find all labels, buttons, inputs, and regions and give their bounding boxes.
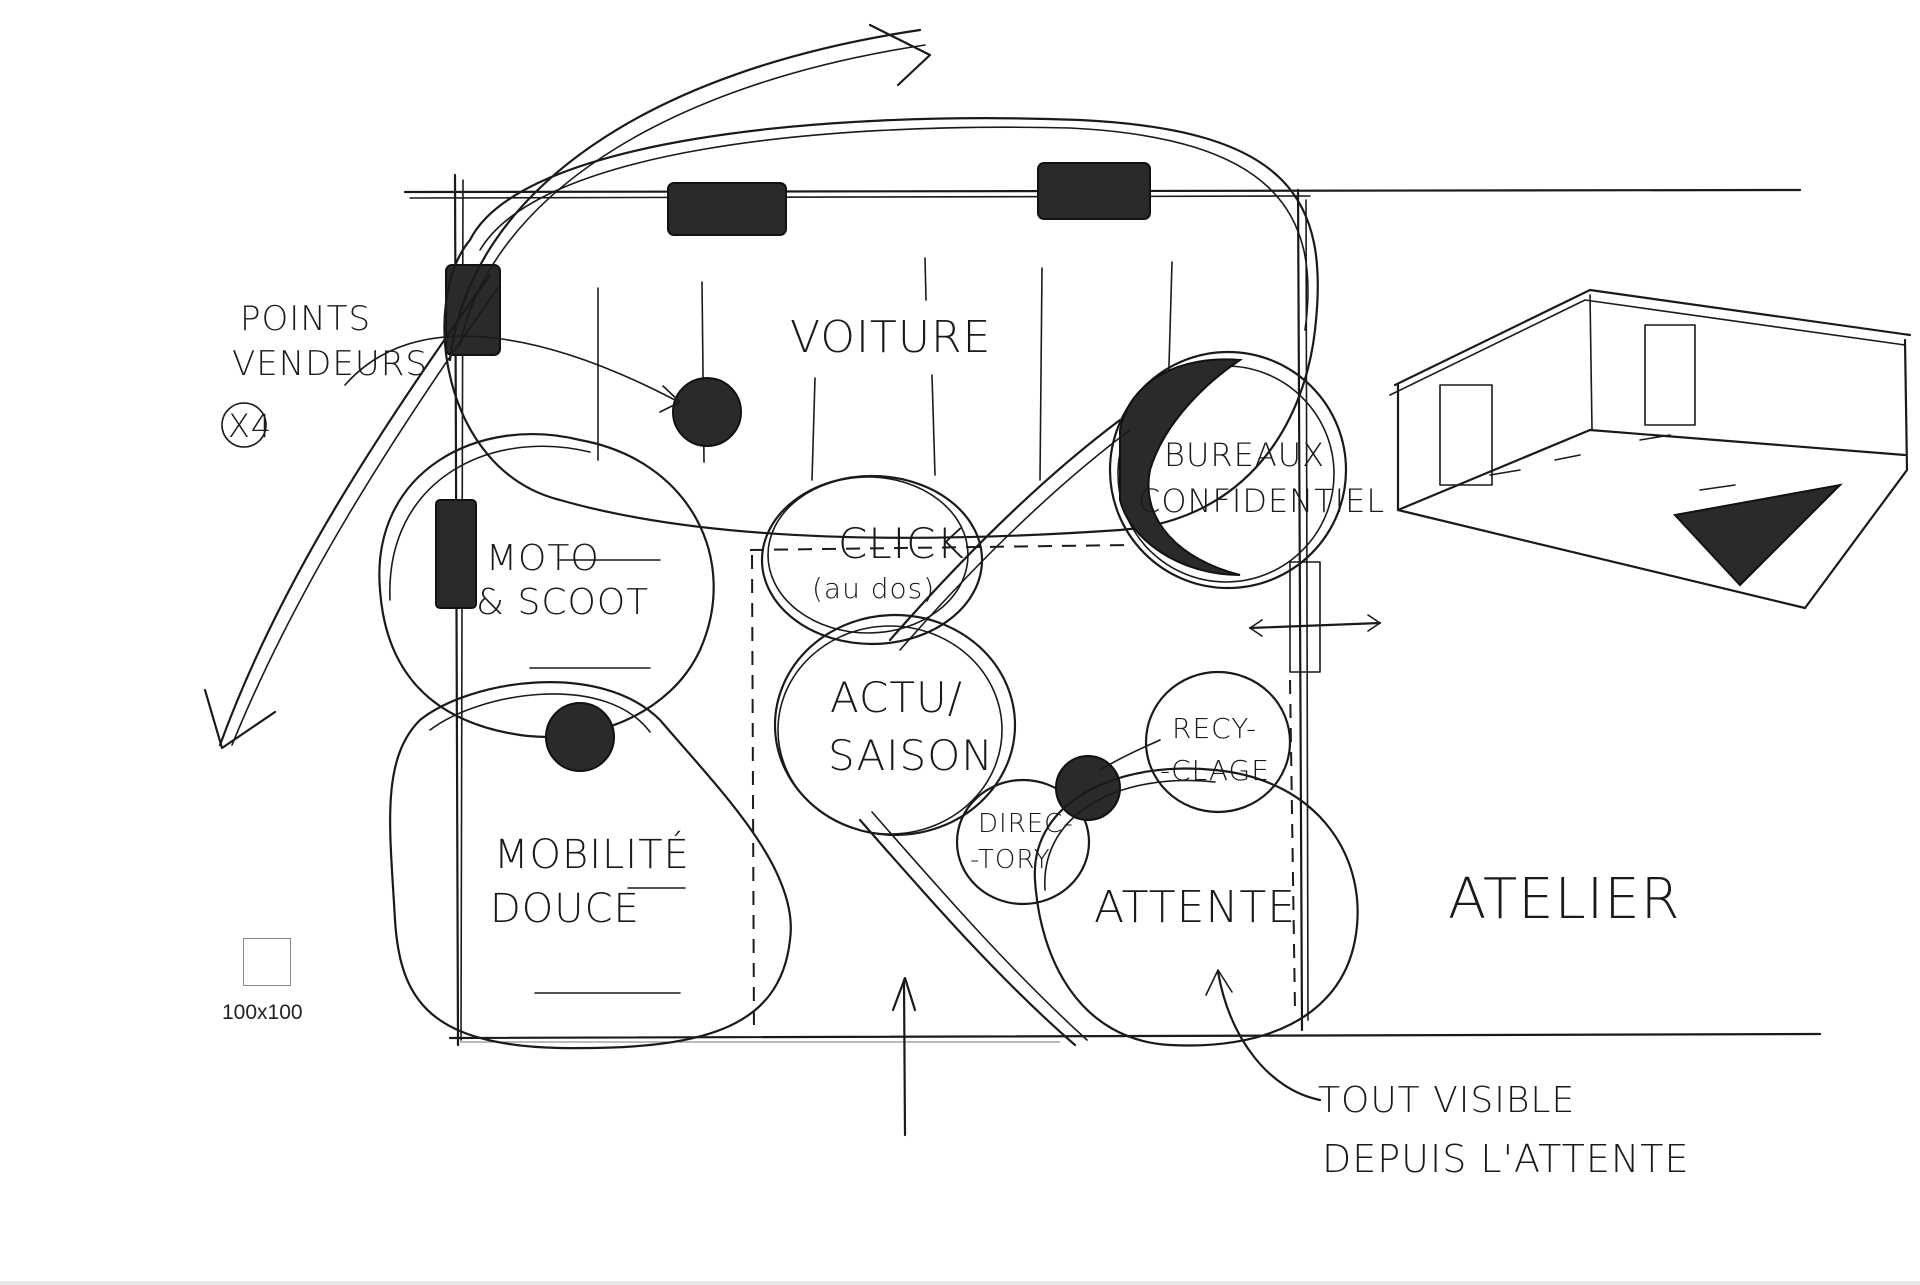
label-click-1: CLICK	[838, 519, 965, 568]
label-voiture: VOITURE	[790, 312, 991, 363]
label-recyclage-1: RECY-	[1172, 712, 1257, 745]
entrance-arrow	[891, 976, 917, 1137]
label-atelier: ATELIER	[1448, 867, 1681, 932]
zone-actu-saison	[773, 613, 1017, 837]
label-bureaux-2: CONFIDENTIEL	[1138, 482, 1385, 520]
label-points-3: X4	[228, 407, 272, 445]
double-arrow	[1248, 614, 1382, 637]
label-recyclage-2: -CLAGE	[1160, 754, 1270, 787]
label-mobilite-2: DOUCE	[490, 886, 640, 932]
zone-bureaux	[888, 350, 1348, 651]
scale-label: 100x100	[222, 1001, 303, 1024]
count-circle	[221, 402, 267, 448]
note-pointer	[1205, 969, 1322, 1102]
label-actu-1: ACTU/	[830, 673, 963, 722]
label-note-2: DEPUIS L'ATTENTE	[1322, 1137, 1689, 1181]
zone-mobilite-douce	[389, 681, 792, 1050]
perspective-room	[1389, 288, 1912, 610]
flow-arrows	[203, 23, 932, 750]
label-actu-2: SAISON	[828, 731, 994, 780]
wall-panels	[435, 162, 1321, 673]
label-note-1: TOUT VISIBLE	[1318, 1080, 1575, 1121]
label-click-2: (au dos)	[812, 572, 935, 605]
zone-attente	[858, 679, 1359, 1047]
label-points-2: VENDEURS	[232, 344, 428, 384]
scale-reference-box	[243, 938, 291, 986]
label-mobilite-1: MOBILITÉ	[494, 830, 690, 878]
zone-voiture	[443, 117, 1319, 539]
page-bottom-edge	[0, 1281, 1920, 1285]
zone-directory	[955, 755, 1121, 906]
label-directory-2: -TORY	[970, 845, 1051, 875]
label-moto-1: MOTO	[486, 538, 600, 579]
label-directory-1: DIREC-	[978, 809, 1074, 839]
label-points-1: POINTS	[240, 299, 371, 339]
labels: POINTS VENDEURS X4 VOITURE MOTO & SCOOT …	[221, 299, 1689, 1181]
label-moto-2: & SCOOT	[476, 582, 649, 623]
dashed-boundary	[749, 544, 1131, 1036]
label-bureaux-1: BUREAUX	[1164, 436, 1325, 474]
label-attente: ATTENTE	[1094, 882, 1296, 933]
